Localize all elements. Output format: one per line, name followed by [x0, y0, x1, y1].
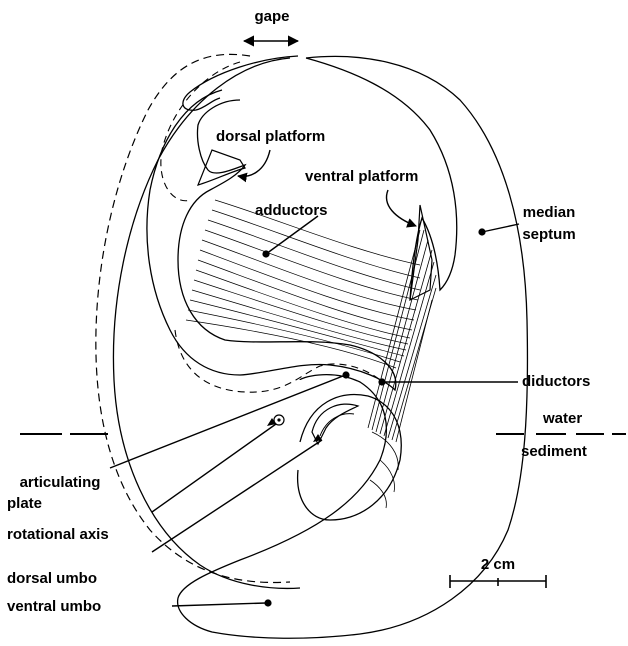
adductors-label: adductors: [255, 202, 328, 219]
median-septum-label-1: median: [514, 204, 584, 221]
ventral-platform-leader: [387, 190, 416, 226]
scale-bar-label: 2 cm: [458, 556, 538, 573]
rotational-axis-label: rotational axis: [7, 526, 109, 543]
dashed-lower-valve: [175, 330, 380, 392]
dorsal-platform-label: dorsal platform: [216, 128, 325, 145]
sediment-label: sediment: [521, 443, 587, 460]
water-label: water: [543, 410, 582, 427]
articulating-plate-inner: [320, 414, 354, 436]
gape-label: gape: [246, 8, 298, 25]
ventral-platform-label: ventral platform: [305, 168, 418, 185]
diductors-label: diductors: [522, 373, 590, 390]
articulating-plate-label-1: articulating: [2, 474, 118, 491]
ventral-umbo-leader: [172, 603, 266, 606]
scale-bar: [450, 575, 546, 588]
median-septum-label-2: septum: [514, 226, 584, 243]
dorsal-umbo-label: dorsal umbo: [7, 570, 97, 587]
diductor-muscles: [368, 230, 436, 442]
articulating-plate-label-2: plate: [7, 495, 42, 512]
ventral-umbo-label: ventral umbo: [7, 598, 101, 615]
rotational-axis-leader: [152, 424, 276, 512]
adductor-muscles: [186, 200, 420, 368]
dorsal-platform-leader: [238, 150, 270, 176]
adductors-leader: [266, 216, 318, 254]
